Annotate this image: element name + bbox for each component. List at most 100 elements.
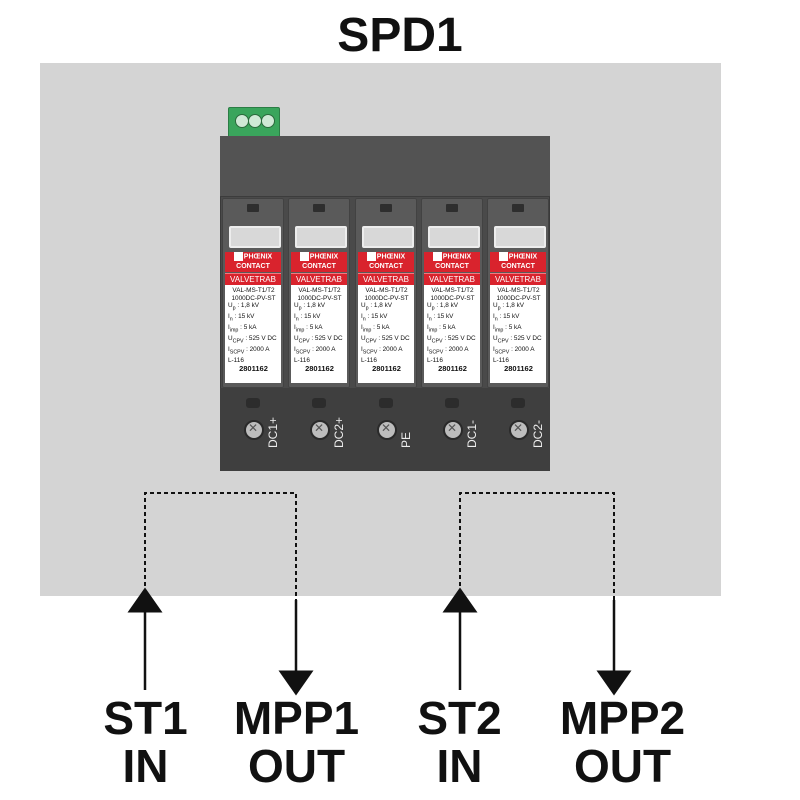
brand-plate: PHŒNIX CONTACT bbox=[490, 252, 546, 272]
spec-ucpv: UCPV : 525 V DC bbox=[427, 334, 476, 345]
spec-imp: Iimp : 5 kA bbox=[427, 323, 456, 334]
connector-screw-icon bbox=[235, 114, 249, 128]
mpp2-out-label: MPP2 OUT bbox=[540, 694, 705, 790]
terminal-label: DC1+ bbox=[266, 416, 280, 448]
spec-iscpv: ISCPV : 2000 A bbox=[228, 345, 270, 355]
terminal-opening bbox=[379, 398, 393, 408]
mpp1-out-label: MPP1 OUT bbox=[214, 694, 379, 790]
spec-iscpv: ISCPV : 2000 A bbox=[493, 345, 535, 355]
spec-imp: Iimp : 5 kA bbox=[228, 323, 257, 334]
terminal-opening bbox=[511, 398, 525, 408]
module-clip bbox=[446, 204, 458, 212]
terminal-opening bbox=[445, 398, 459, 408]
st1-sub-text: IN bbox=[122, 740, 169, 792]
spec-in: In : 15 kV bbox=[294, 313, 321, 323]
series-label: VALVETRAB bbox=[225, 273, 281, 285]
brand-plate: PHŒNIX CONTACT bbox=[291, 252, 347, 272]
terminal-label: PE bbox=[399, 431, 413, 448]
terminal-screw-icon bbox=[443, 420, 463, 440]
model-line-2: 1000DC-PV-ST bbox=[364, 294, 409, 302]
label-lnum: L-116 bbox=[361, 356, 377, 364]
model-line-1: VAL-MS-T1/T2 bbox=[298, 287, 341, 294]
brand-text: PHŒNIX CONTACT bbox=[236, 253, 273, 271]
spec-iscpv: ISCPV : 2000 A bbox=[361, 345, 403, 355]
terminal-opening bbox=[312, 398, 326, 408]
series-label: VALVETRAB bbox=[291, 273, 347, 285]
diagram-title: SPD1 bbox=[337, 9, 463, 62]
device-top-band bbox=[220, 136, 550, 197]
st2-in-label: ST2 IN bbox=[392, 694, 527, 790]
connector-screw-icon bbox=[248, 114, 262, 128]
spec-in: In : 15 kV bbox=[493, 313, 520, 323]
spec-iscpv: ISCPV : 2000 A bbox=[427, 345, 469, 355]
module-clip bbox=[313, 204, 325, 212]
model-line-2: 1000DC-PV-ST bbox=[231, 294, 276, 302]
spec-up: Up : 1,8 kV bbox=[294, 302, 326, 312]
part-number: 2801162 bbox=[438, 364, 467, 374]
model-line-2: 1000DC-PV-ST bbox=[297, 294, 342, 302]
label-lnum: L-116 bbox=[427, 356, 443, 364]
terminal-screw-icon bbox=[377, 420, 397, 440]
spec-in: In : 15 kV bbox=[228, 313, 255, 323]
series-label: VALVETRAB bbox=[358, 273, 414, 285]
brand-text: PHŒNIX CONTACT bbox=[501, 253, 538, 271]
brand-text: PHŒNIX CONTACT bbox=[302, 253, 339, 271]
remote-signal-connector bbox=[228, 107, 280, 139]
spec-up: Up : 1,8 kV bbox=[361, 302, 393, 312]
brand-text: PHŒNIX CONTACT bbox=[369, 253, 406, 271]
status-window bbox=[229, 226, 281, 248]
spec-ucpv: UCPV : 525 V DC bbox=[294, 334, 343, 345]
spec-ucpv: UCPV : 525 V DC bbox=[228, 334, 277, 345]
status-window bbox=[428, 226, 480, 248]
st2-text: ST2 bbox=[417, 692, 502, 744]
spec-ucpv: UCPV : 525 V DC bbox=[361, 334, 410, 345]
model-line-1: VAL-MS-T1/T2 bbox=[232, 287, 275, 294]
brand-plate: PHŒNIX CONTACT bbox=[424, 252, 480, 272]
mpp1-text: MPP1 bbox=[233, 692, 360, 744]
st2-sub-text: IN bbox=[436, 740, 483, 792]
terminal-screw-icon bbox=[244, 420, 264, 440]
spec-imp: Iimp : 5 kA bbox=[294, 323, 323, 334]
module-clip bbox=[380, 204, 392, 212]
phoenix-logo-icon bbox=[366, 252, 376, 261]
spec-up: Up : 1,8 kV bbox=[427, 302, 459, 312]
terminal-screw-icon bbox=[509, 420, 529, 440]
phoenix-logo-icon bbox=[498, 252, 508, 261]
model-line-1: VAL-MS-T1/T2 bbox=[365, 287, 408, 294]
model-line-1: VAL-MS-T1/T2 bbox=[497, 287, 540, 294]
module-clip bbox=[512, 204, 524, 212]
terminal-label: DC1- bbox=[465, 419, 479, 448]
spec-up: Up : 1,8 kV bbox=[493, 302, 525, 312]
terminal-opening bbox=[246, 398, 260, 408]
spec-ucpv: UCPV : 525 V DC bbox=[493, 334, 542, 345]
phoenix-logo-icon bbox=[432, 252, 442, 261]
model-line-2: 1000DC-PV-ST bbox=[430, 294, 475, 302]
series-label: VALVETRAB bbox=[424, 273, 480, 285]
connector-screw-icon bbox=[261, 114, 275, 128]
status-window bbox=[494, 226, 546, 248]
status-window bbox=[362, 226, 414, 248]
mpp2-sub-text: OUT bbox=[573, 740, 672, 792]
label-lnum: L-116 bbox=[294, 356, 310, 364]
mpp1-sub-text: OUT bbox=[247, 740, 346, 792]
part-number: 2801162 bbox=[504, 364, 533, 374]
st1-text: ST1 bbox=[103, 692, 188, 744]
mpp2-text: MPP2 bbox=[559, 692, 686, 744]
part-number: 2801162 bbox=[372, 364, 401, 374]
phoenix-logo-icon bbox=[233, 252, 243, 261]
terminal-screw-icon bbox=[310, 420, 330, 440]
spec-in: In : 15 kV bbox=[427, 313, 454, 323]
spec-up: Up : 1,8 kV bbox=[228, 302, 260, 312]
part-number: 2801162 bbox=[239, 364, 268, 374]
part-number: 2801162 bbox=[305, 364, 334, 374]
brand-plate: PHŒNIX CONTACT bbox=[225, 252, 281, 272]
label-lnum: L-116 bbox=[228, 356, 244, 364]
